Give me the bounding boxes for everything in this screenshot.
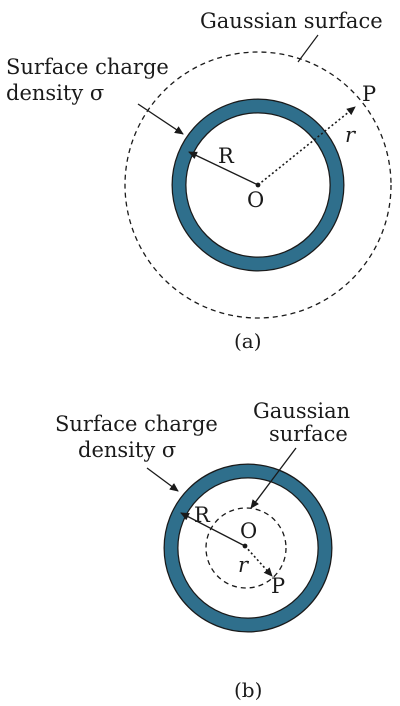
- figure-b: Surface charge density σ Gaussian surfac…: [55, 399, 350, 702]
- charge-label-b-line1: Surface charge: [55, 412, 218, 436]
- charge-label-a-line2: density σ: [6, 81, 104, 105]
- label-r-b: r: [238, 553, 250, 577]
- gaussian-surface-a: [124, 51, 392, 319]
- label-P-b: P: [271, 574, 285, 598]
- label-R-a: R: [218, 144, 235, 168]
- charge-label-a-line1: Surface charge: [6, 55, 169, 79]
- label-O-b: O: [240, 519, 257, 543]
- charge-pointer-arrow-b: [146, 467, 179, 492]
- label-r-a: r: [345, 123, 357, 147]
- gaussian-label-a: Gaussian surface: [200, 9, 383, 33]
- radius-arrow-b: [180, 512, 244, 546]
- charge-pointer-arrow-a: [137, 103, 184, 135]
- charge-label-b-line2: density σ: [78, 438, 176, 462]
- gaussian-surface-b: [205, 507, 287, 589]
- gaussian-pointer-line-a: [297, 34, 319, 63]
- r-arrow-a: [257, 106, 356, 186]
- caption-a: (a): [234, 329, 262, 353]
- radius-arrow-a: [188, 151, 257, 185]
- gaussian-pointer-arrow-b: [250, 447, 297, 509]
- figure-a: Gaussian surface Surface charge density …: [6, 9, 392, 353]
- gaussian-label-b-line2: surface: [269, 422, 348, 446]
- label-O-a: O: [247, 188, 264, 212]
- label-R-b: R: [194, 503, 211, 527]
- gaussian-label-b-line1: Gaussian: [253, 399, 350, 423]
- label-P-a: P: [362, 82, 376, 106]
- caption-b: (b): [234, 678, 262, 702]
- r-arrow-b: [244, 545, 273, 577]
